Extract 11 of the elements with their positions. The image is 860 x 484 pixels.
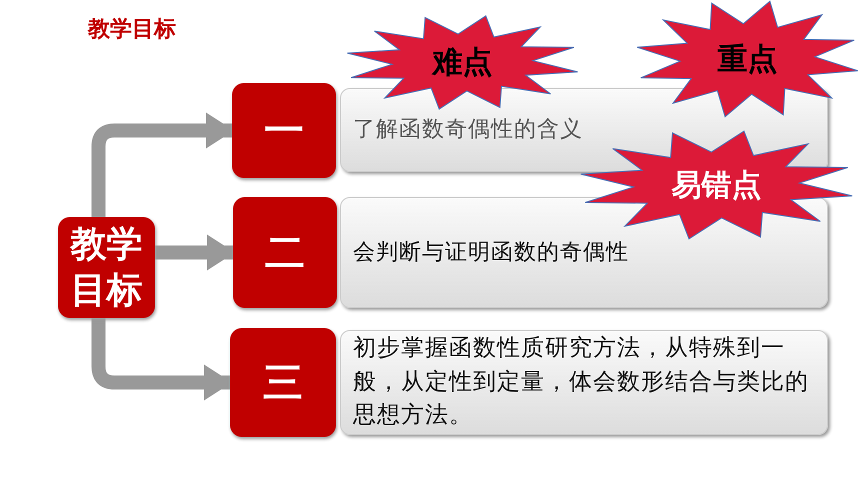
arrow bbox=[155, 234, 235, 270]
goal-box: 教学目标 bbox=[58, 217, 155, 318]
star-label: 重点 bbox=[718, 40, 778, 78]
number-box: 二 bbox=[233, 197, 337, 308]
star-label: 难点 bbox=[432, 44, 492, 82]
title: 教学目标 bbox=[88, 16, 176, 44]
arrow bbox=[92, 318, 232, 400]
content-box: 初步掌握函数性质研究方法，从特殊到一般，从定性到定量，体会数形结合与类比的思想方法。 bbox=[340, 330, 828, 435]
arrow bbox=[92, 112, 234, 217]
number-box: 三 bbox=[230, 328, 336, 437]
number-box: 一 bbox=[232, 83, 336, 178]
